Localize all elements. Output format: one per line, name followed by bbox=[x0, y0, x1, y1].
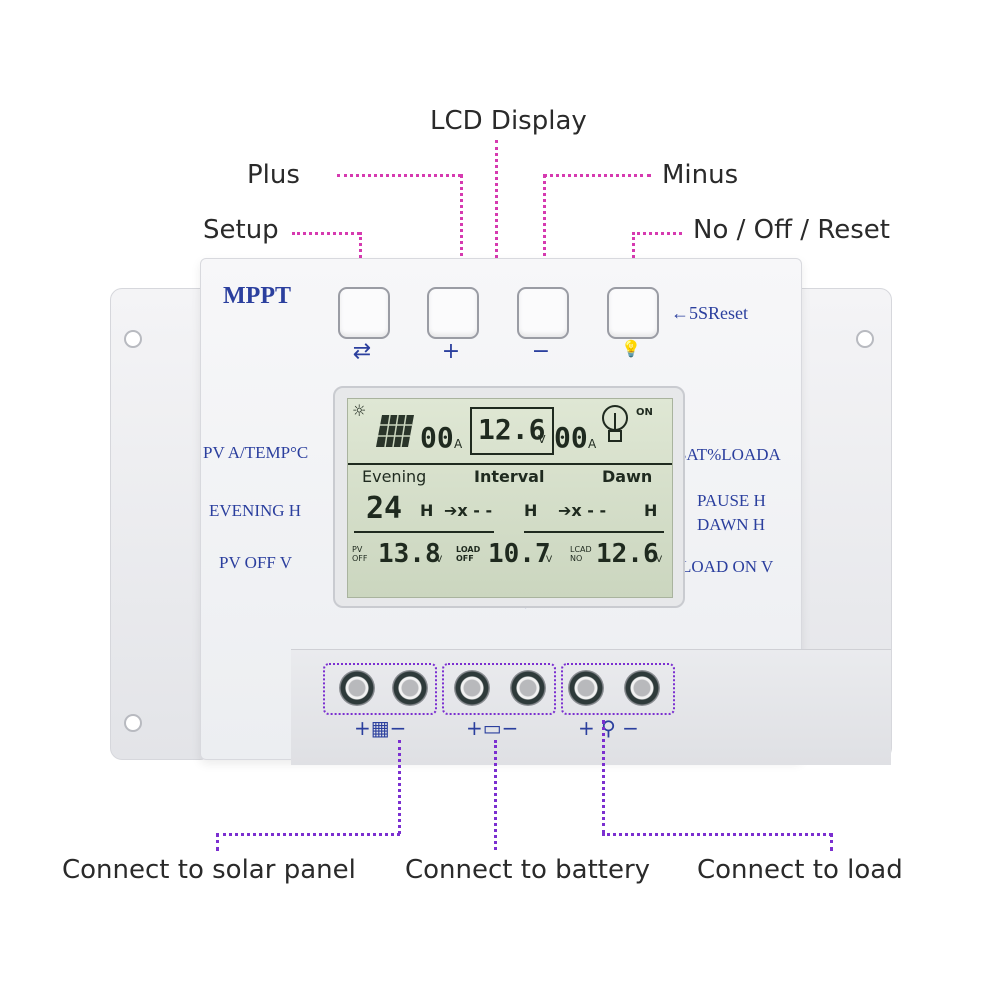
battery-positive-terminal[interactable] bbox=[454, 670, 490, 706]
pv-current-value: 00 bbox=[420, 421, 454, 454]
solar-positive-terminal[interactable] bbox=[339, 670, 375, 706]
label-bat-load: BAT%LOADA bbox=[675, 445, 781, 464]
mount-hole-bottom-left bbox=[124, 714, 142, 732]
load-on-label: LCAD NO bbox=[570, 545, 592, 563]
charge-controller: MPPT ⇄ + − 💡 ←5SReset PV A/TEMP°C EVENIN… bbox=[110, 250, 892, 770]
load-current-unit: A bbox=[588, 437, 597, 451]
load-leader-drop bbox=[830, 833, 833, 851]
solar-negative-terminal[interactable] bbox=[392, 670, 428, 706]
plus-callout: Plus bbox=[247, 160, 300, 190]
plus-leader-v bbox=[460, 174, 463, 294]
mount-hole-top-left bbox=[124, 330, 142, 348]
minus-leader-v bbox=[543, 174, 546, 294]
sun-icon: ☼ bbox=[352, 401, 367, 420]
load-off-unit: V bbox=[546, 555, 553, 565]
battery-voltage-value: 12.6 bbox=[478, 413, 546, 446]
lcd-screen: ☼ 00 A 12.6 V 00 A bbox=[347, 398, 673, 598]
label-pause: PAUSE H bbox=[697, 491, 766, 510]
label-load-on: LOAD ON V bbox=[681, 557, 774, 576]
setup-button[interactable] bbox=[338, 287, 390, 339]
battery-terminal-label: +▭− bbox=[466, 716, 519, 740]
lcd-frame: ☼ 00 A 12.6 V 00 A bbox=[333, 386, 685, 608]
pv-off-label: PV OFF bbox=[352, 545, 368, 563]
label-dawn: DAWN H bbox=[697, 515, 766, 534]
solar-leader-h bbox=[216, 833, 400, 836]
setup-icon: ⇄ bbox=[352, 339, 372, 364]
solar-leader-drop bbox=[216, 833, 219, 851]
battery-negative-terminal[interactable] bbox=[510, 670, 546, 706]
pv-current-unit: A bbox=[454, 437, 463, 451]
load-terminal-group bbox=[561, 663, 675, 715]
solar-terminal-label: +▦− bbox=[354, 716, 407, 740]
setup-callout: Setup bbox=[203, 215, 279, 245]
solar-panel-icon bbox=[376, 414, 414, 448]
lcd-divider-top bbox=[348, 463, 672, 465]
lcd-display-callout: LCD Display bbox=[430, 106, 587, 136]
reset-button[interactable] bbox=[607, 287, 659, 339]
minus-icon: − bbox=[531, 339, 551, 364]
plus-leader-h bbox=[337, 174, 461, 177]
interval-value: ➔x - - bbox=[444, 501, 493, 520]
lcd-divider-right bbox=[524, 531, 664, 533]
minus-button[interactable] bbox=[517, 287, 569, 339]
minus-leader-h bbox=[543, 174, 651, 177]
setup-leader-h bbox=[292, 232, 360, 235]
load-leader-h bbox=[602, 833, 832, 836]
interval-unit: H bbox=[524, 501, 538, 520]
label-pv-temp: PV A/TEMP°C bbox=[203, 443, 309, 462]
controller-body: MPPT ⇄ + − 💡 ←5SReset PV A/TEMP°C EVENIN… bbox=[200, 258, 891, 765]
plus-icon: + bbox=[441, 339, 461, 364]
mount-hole-top-right bbox=[856, 330, 874, 348]
load-leader-v bbox=[602, 720, 605, 834]
solar-callout: Connect to solar panel bbox=[62, 855, 356, 885]
pv-off-unit: V bbox=[436, 555, 443, 565]
reset-callout: No / Off / Reset bbox=[693, 215, 890, 245]
evening-hours-unit: H bbox=[420, 501, 434, 520]
battery-callout: Connect to battery bbox=[405, 855, 651, 885]
load-on-indicator: ON bbox=[636, 407, 653, 418]
load-positive-terminal[interactable] bbox=[568, 670, 604, 706]
load-off-value: 10.7 bbox=[488, 539, 551, 569]
load-on-unit: V bbox=[656, 555, 663, 565]
bulb-icon: 💡 bbox=[621, 339, 641, 358]
dawn-value: ➔x - - bbox=[558, 501, 607, 520]
brand-label: MPPT bbox=[223, 283, 291, 309]
minus-callout: Minus bbox=[662, 160, 739, 190]
reset-leader-h bbox=[632, 232, 682, 235]
load-negative-terminal[interactable] bbox=[624, 670, 660, 706]
evening-header: Evening bbox=[362, 467, 427, 486]
dawn-unit: H bbox=[644, 501, 658, 520]
terminal-strip bbox=[291, 649, 891, 765]
label-evening: EVENING H bbox=[209, 501, 302, 520]
left-mounting-ear bbox=[110, 288, 212, 760]
dawn-header: Dawn bbox=[602, 467, 653, 486]
load-terminal-label: + ⚲ − bbox=[578, 716, 639, 740]
evening-hours-value: 24 bbox=[366, 491, 403, 526]
load-callout: Connect to load bbox=[697, 855, 903, 885]
light-bulb-icon bbox=[602, 405, 628, 442]
battery-leader-v bbox=[494, 740, 497, 850]
battery-voltage-unit: V bbox=[538, 433, 546, 446]
solar-leader-v bbox=[398, 740, 401, 834]
solar-terminal-group bbox=[323, 663, 437, 715]
battery-icon bbox=[470, 407, 554, 455]
interval-header: Interval bbox=[474, 467, 545, 486]
battery-terminal-group bbox=[442, 663, 556, 715]
load-off-label: LOAD OFF bbox=[456, 545, 481, 563]
label-pv-off: PV OFF V bbox=[219, 553, 293, 572]
load-on-value: 12.6 bbox=[596, 539, 659, 569]
plus-button[interactable] bbox=[427, 287, 479, 339]
reset-hint: ←5SReset bbox=[671, 303, 749, 323]
load-current-value: 00 bbox=[554, 421, 588, 454]
pv-off-value: 13.8 bbox=[378, 539, 441, 569]
lcd-divider-left bbox=[354, 531, 494, 533]
